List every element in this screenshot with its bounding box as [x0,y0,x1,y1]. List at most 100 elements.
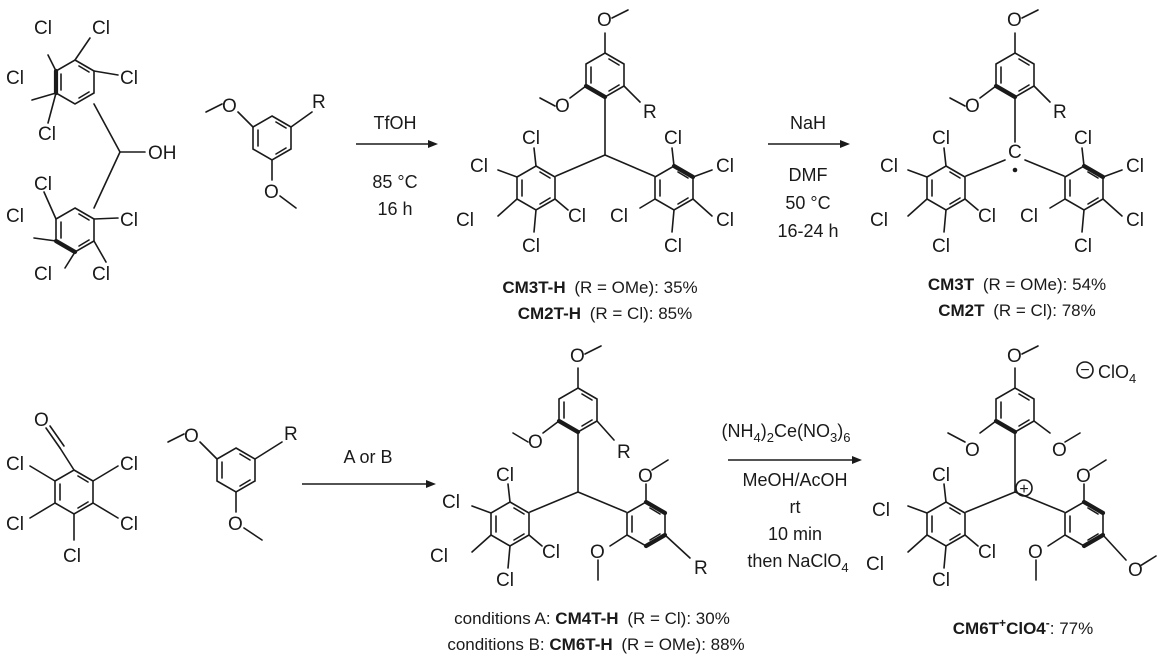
triarylmethyl-radical: C O O R Cl Cl Cl Cl Cl Cl Cl Cl Cl Cl [870,9,1144,257]
cl-label: Cl [932,236,950,257]
cl-label: Cl [932,128,950,149]
oxygen-label: O [1028,542,1043,563]
triarylmethane-intermediate-2: O O R O Cl Cl Cl Cl Cl O R [430,345,708,591]
reagent-label: TfOH [374,113,417,133]
r-label: R [694,558,708,579]
reaction-arrow-2: NaH DMF 50 °C 16-24 h [768,113,850,241]
cl-label: Cl [6,206,24,227]
radical-caption-2: CM2T (R = Cl): 78% [938,301,1096,320]
cl-label: Cl [120,210,138,231]
cl-label: Cl [978,206,996,227]
compound-name: CM3T [928,275,975,294]
cl-label: Cl [1074,128,1092,149]
radical-carbon-label: C [1008,142,1022,163]
compound-name: CM2T-H [518,304,581,323]
oxygen-label: O [965,96,980,117]
oxygen-label: O [34,410,49,431]
cl-label: Cl [442,492,460,513]
r-label: R [643,102,657,123]
compound-condition: (R = Cl): 78% [993,301,1096,320]
cl-label: Cl [932,465,950,486]
product-caption: CM6T+ClO4-: 77% [953,616,1093,638]
oxygen-label: O [264,182,279,203]
cl-label: Cl [120,68,138,89]
cl-label: Cl [63,546,81,567]
triarylmethane-intermediate: O O R Cl Cl Cl Cl Cl Cl Cl Cl Cl Cl [456,9,734,257]
oxygen-label: O [1128,560,1143,581]
counterion-label: ClO4 [1098,362,1136,386]
cl-label: Cl [1074,236,1092,257]
cl-label: Cl [1126,156,1144,177]
perchlorate-counterion: − ClO4 [1076,361,1136,386]
cl-label: Cl [120,454,138,475]
oxidant-label: (NH4)2Ce(NO3)6 [722,421,851,445]
reaction-arrow-4: (NH4)2Ce(NO3)6 MeOH/AcOH rt 10 min then … [722,421,862,575]
time-label: 16-24 h [777,221,838,241]
conditions-prefix: conditions B: [447,635,549,654]
pentachlorobenzaldehyde: O Cl Cl Cl Cl Cl [6,410,138,567]
r-label: R [284,424,298,445]
oxygen-label: O [1007,346,1022,367]
compound-condition: (R = OMe): 54% [983,275,1106,294]
cl-label: Cl [716,156,734,177]
cl-label: Cl [664,236,682,257]
dimethoxy-arene-reactant-2: O R O [167,424,298,541]
cl-label: Cl [542,542,560,563]
intermediate-caption-2: CM2T-H (R = Cl): 85% [518,304,693,323]
time-label: 10 min [768,524,822,544]
time-label: 16 h [377,199,412,219]
r-label: R [1053,102,1067,123]
radical-caption-1: CM3T (R = OMe): 54% [928,275,1106,294]
intermediate-caption-4: conditions B: CM6T-H (R = OMe): 88% [447,635,744,654]
reagent-label: NaH [790,113,826,133]
temperature-label: 50 °C [785,193,830,213]
radical-dot [1012,167,1018,173]
cl-label: Cl [880,156,898,177]
oxygen-label: O [1076,466,1091,487]
cation-charge-icon: + [1019,481,1028,498]
compound-name: CM6T-H [549,635,612,654]
compound-condition: (R = Cl): 30% [627,609,730,628]
cl-label: Cl [872,500,890,521]
bis-pentachlorophenyl-methanol: Cl Cl Cl Cl Cl OH Cl Cl Cl Cl Cl [6,18,177,285]
dimethoxy-arene-reactant: O R O [205,92,326,209]
oxygen-label: O [590,542,605,563]
cl-label: Cl [6,514,24,535]
solvent-label: MeOH/AcOH [742,470,847,490]
r-label: R [617,442,631,463]
cl-label: Cl [6,454,24,475]
reagent-label: A or B [343,447,392,467]
cl-label: Cl [932,570,950,591]
cl-label: Cl [92,18,110,39]
compound-condition: (R = Cl): 85% [590,304,693,323]
oxygen-label: O [528,432,543,453]
solvent-label: DMF [789,165,828,185]
cl-label: Cl [496,570,514,591]
reaction-arrow-3: A or B [302,447,436,488]
temperature-label: rt [790,497,801,517]
cl-label: Cl [34,264,52,285]
triarylmethyl-cation: + O O O O Cl Cl Cl Cl Cl O O [866,345,1157,591]
oxygen-label: O [597,10,612,31]
cl-label: Cl [34,18,52,39]
cl-label: Cl [496,465,514,486]
temperature-label: 85 °C [372,172,417,192]
cl-label: Cl [430,546,448,567]
cl-label: Cl [1126,210,1144,231]
cl-label: Cl [92,264,110,285]
intermediate-caption-1: CM3T-H (R = OMe): 35% [502,278,697,297]
cl-label: Cl [870,210,888,231]
oxygen-label: O [1007,10,1022,31]
cl-label: Cl [38,124,56,145]
cl-label: Cl [568,206,586,227]
cl-label: Cl [6,68,24,89]
conditions-prefix: conditions A: [454,609,555,628]
oxygen-label: O [638,466,653,487]
oxygen-label: O [222,96,237,117]
cl-label: Cl [1020,206,1038,227]
hydroxyl-label: OH [148,143,177,164]
cl-label: Cl [470,156,488,177]
quench-label: then NaClO4 [747,551,848,575]
cl-label: Cl [866,554,884,575]
